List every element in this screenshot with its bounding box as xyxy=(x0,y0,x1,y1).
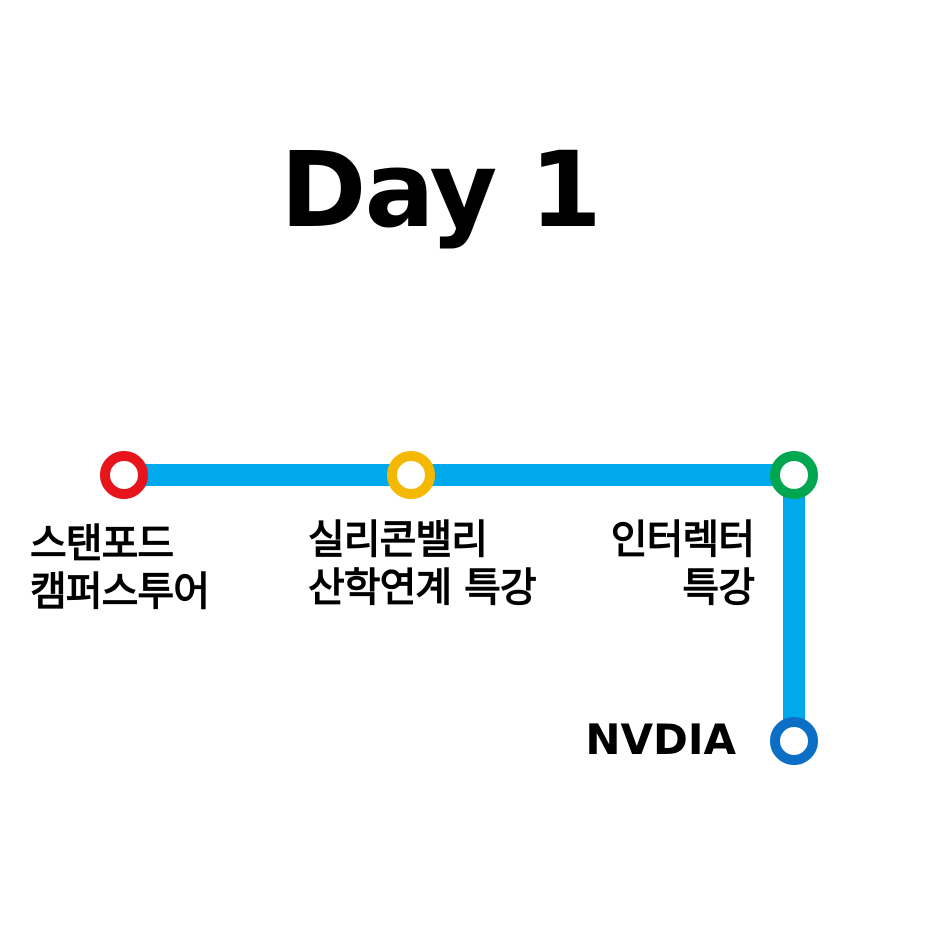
station-label-interactor: 인터렉터 특강 xyxy=(610,516,755,612)
station-label-nvidia: NVDIA xyxy=(585,716,736,764)
station-label-line: 실리콘밸리 xyxy=(308,517,488,563)
station-marker-nvidia xyxy=(770,717,818,765)
station-label-silicon-valley: 실리콘밸리 산학연계 특강 xyxy=(308,516,537,612)
station-label-line: 인터렉터 xyxy=(610,517,755,563)
station-label-line: NVDIA xyxy=(585,715,736,764)
station-label-line: 캠퍼스투어 xyxy=(30,569,210,615)
station-label-line: 특강 xyxy=(682,565,755,611)
station-marker-silicon-valley xyxy=(387,451,435,499)
station-label-line: 스탠포드 xyxy=(30,521,174,567)
station-marker-interactor xyxy=(770,451,818,499)
station-label-stanford: 스탠포드 캠퍼스투어 xyxy=(30,520,210,616)
page-title: Day 1 xyxy=(280,129,602,251)
station-label-line: 산학연계 특강 xyxy=(308,565,537,611)
station-marker-stanford xyxy=(100,451,148,499)
